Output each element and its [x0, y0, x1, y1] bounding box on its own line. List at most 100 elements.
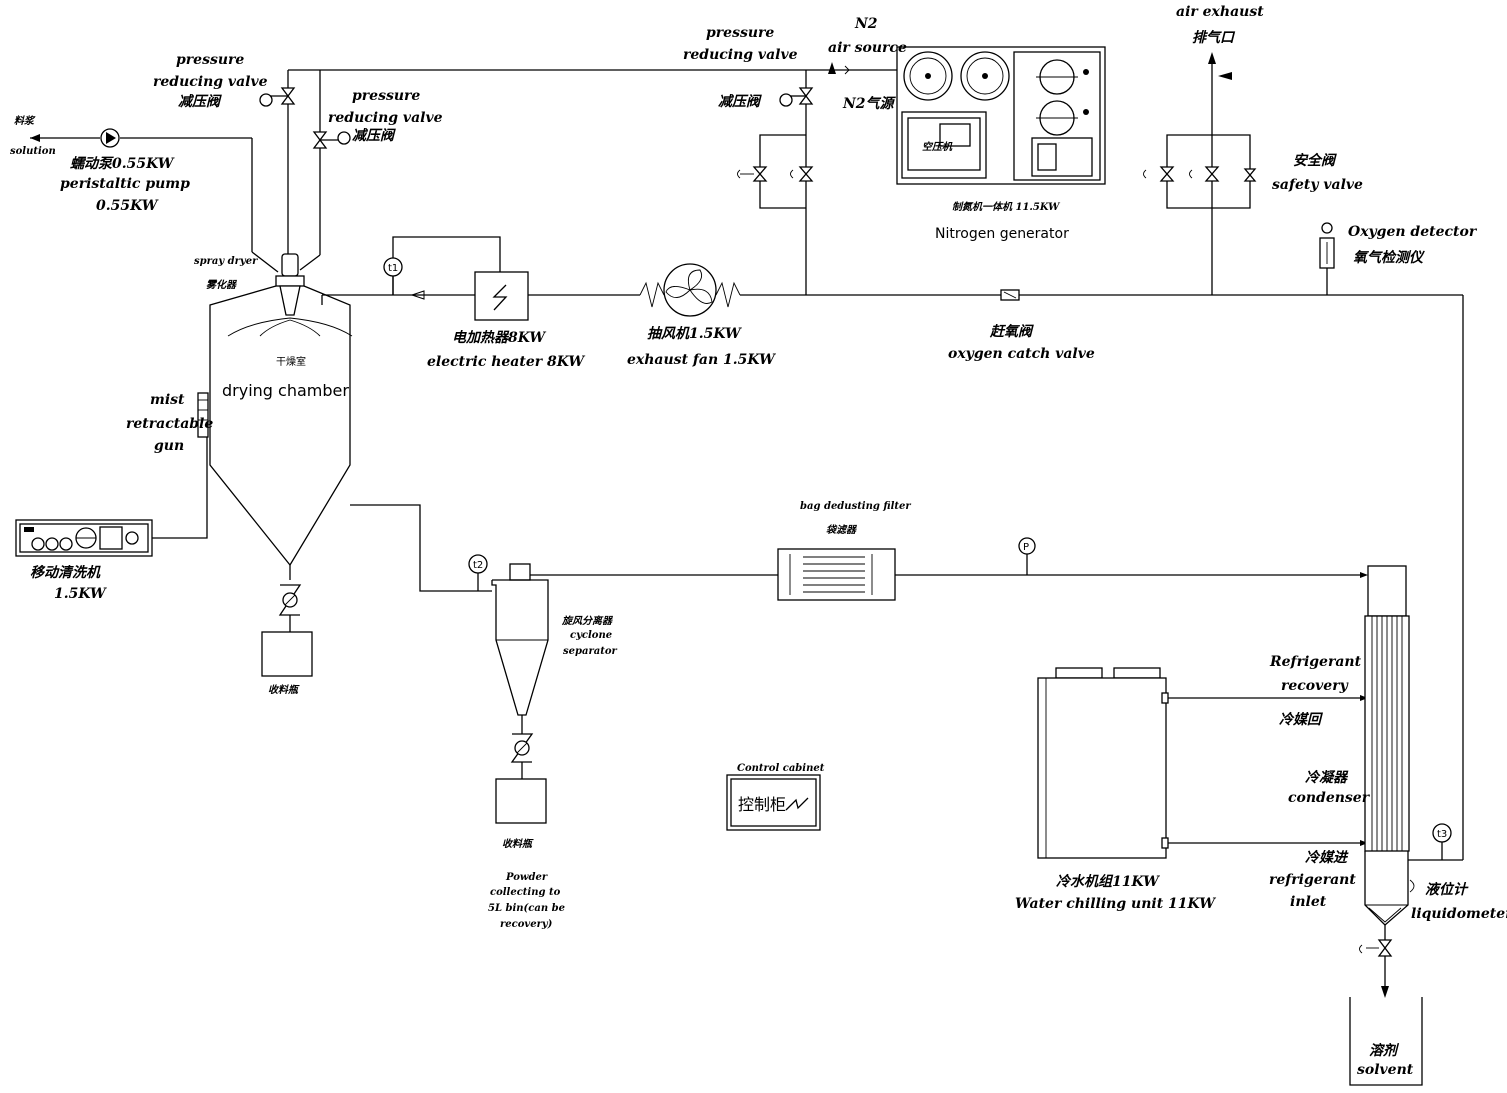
drain-valve-icon	[1359, 939, 1393, 957]
pressure-reducing-valve-1-icon	[259, 87, 296, 107]
solution-label-en: solution	[10, 146, 56, 157]
condenser-icon	[1364, 565, 1415, 926]
mist-gun-label-2: retractable	[126, 416, 213, 432]
refrigerant-recovery-label-cn: 冷媒回	[1279, 711, 1324, 728]
refrigerant-recovery-label-1: Refrigerant	[1269, 654, 1362, 670]
n2-label-1: N2	[854, 16, 878, 32]
cyclone-collector-label-cn: 收料瓶	[502, 838, 534, 850]
liquidometer-label-cn: 液位计	[1425, 881, 1469, 898]
control-cabinet-icon	[726, 774, 821, 831]
prv1-label-en-2: reducing valve	[153, 74, 268, 90]
drying-chamber-label-en: drying chamber	[222, 381, 349, 400]
text-labels: 料浆 solution 蠕动泵0.55KW peristaltic pump 0…	[10, 4, 1507, 1078]
temperature-sensor-t2-icon	[468, 554, 488, 591]
bag-dedusting-filter-icon	[777, 548, 896, 601]
pipelines	[30, 60, 1464, 995]
mist-gun-label-3: gun	[154, 438, 184, 454]
electric-heater-icon	[474, 271, 529, 321]
prv2-label-cn: 减压阀	[352, 127, 396, 144]
pump-label-cn: 蠕动泵0.55KW	[70, 156, 175, 172]
bag-filter-label-cn: 袋滤器	[826, 524, 858, 536]
prv2-label-en-2: reducing valve	[328, 110, 443, 126]
condenser-label-cn: 冷凝器	[1305, 769, 1349, 786]
flow-arrows	[30, 52, 1389, 998]
cyclone-separator-icon	[491, 563, 549, 779]
solvent-label-cn: 溶剂	[1369, 1042, 1400, 1059]
air-exhaust-label-en: air exhaust	[1176, 4, 1264, 20]
mist-gun-label-1: mist	[150, 392, 185, 408]
oxygen-catch-valve-icon	[1000, 289, 1020, 301]
n2-source-label-cn: N2气源	[842, 95, 897, 112]
t3-label: t3	[1437, 829, 1447, 840]
powder-label-2: collecting to	[490, 887, 561, 898]
t2-label: t2	[473, 560, 483, 571]
nitrogen-generator-icon	[896, 46, 1106, 185]
prv2-label-en-1: pressure	[352, 88, 420, 104]
oxygen-valve-label-en: oxygen catch valve	[948, 346, 1095, 362]
powder-label-1: Powder	[505, 872, 548, 883]
prv3-label-en-1: pressure	[706, 25, 774, 41]
solvent-tank	[1349, 997, 1423, 1086]
cleaner-power-label: 1.5KW	[54, 586, 107, 602]
mobile-cleaner-icon	[15, 519, 153, 557]
pressure-reducing-valve-3-icon	[779, 87, 814, 107]
exhaust-fan-icon	[639, 263, 741, 317]
refrigerant-inlet-label-cn: 冷媒进	[1305, 849, 1349, 866]
drying-chamber	[209, 285, 351, 580]
powder-label-4: recovery)	[500, 919, 553, 930]
refrigerant-inlet-label-2: inlet	[1290, 894, 1327, 910]
pressure-reducing-valve-2-icon	[312, 131, 351, 149]
fan-label-cn: 抽风机1.5KW	[647, 325, 742, 342]
drying-chamber-label-cn: 干燥室	[276, 355, 306, 368]
heater-label-cn: 电加热器8KW	[452, 329, 546, 346]
safety-valve-label-cn: 安全阀	[1293, 152, 1337, 169]
refrigerant-recovery-label-2: recovery	[1281, 678, 1349, 694]
liquidometer-label-en: liquidometer	[1411, 906, 1507, 922]
control-cabinet-label-en: Control cabinet	[737, 763, 825, 774]
bag-filter-label-en: bag dedusting filter	[800, 501, 911, 512]
dryer-collector-label-cn: 收料瓶	[268, 684, 300, 696]
prv3-label-cn: 减压阀	[718, 93, 762, 110]
cyclone-label-en-2: separator	[563, 646, 618, 657]
condenser-label-en: condenser	[1288, 790, 1371, 806]
cyclone-label-cn: 旋风分离器	[561, 615, 614, 627]
pressure-sensor-icon	[1018, 537, 1036, 575]
dryer-rotary-valve-icon	[278, 584, 302, 632]
temperature-sensor-t1-icon	[383, 257, 403, 295]
fan-label-en: exhaust fan 1.5KW	[627, 352, 776, 368]
oxygen-detector-label-en: Oxygen detector	[1348, 224, 1478, 240]
safety-valve-label-en: safety valve	[1272, 177, 1363, 193]
spray-dryer-label-en: spray dryer	[194, 256, 258, 267]
n2-label-2: air source	[828, 40, 907, 56]
oxygen-detector-icon	[1319, 222, 1335, 269]
heater-label-en: electric heater 8KW	[427, 354, 585, 370]
air-exhaust-label-cn: 排气口	[1192, 29, 1236, 46]
prv3-label-en-2: reducing valve	[683, 47, 798, 63]
pump-label-en: peristaltic pump	[60, 176, 190, 192]
dryer-collector-bin	[261, 631, 313, 677]
chiller-label-cn: 冷水机组11KW	[1056, 873, 1160, 890]
cyclone-label-en-1: cyclone	[570, 630, 612, 641]
n2-generator-label-en: Nitrogen generator	[935, 226, 1069, 242]
refrigerant-inlet-label-1: refrigerant	[1269, 872, 1356, 888]
pump-power-label: 0.55KW	[96, 198, 159, 214]
peristaltic-pump-icon	[100, 128, 120, 148]
oxygen-detector-label-cn: 氧气检测仪	[1353, 249, 1425, 266]
spray-dryer-label-cn: 雾化器	[206, 279, 238, 291]
prv1-label-cn: 减压阀	[178, 93, 222, 110]
pressure-label: P	[1023, 542, 1029, 553]
powder-label-3: 5L bin(can be	[488, 903, 565, 914]
t1-label: t1	[388, 263, 398, 274]
spray-dryer-atomizer-icon	[227, 253, 353, 337]
n2-source-break-icon	[844, 65, 850, 75]
compressor-label-cn: 空压机	[922, 141, 953, 153]
solvent-label-en: solvent	[1357, 1062, 1414, 1078]
safety-valves-icon	[1143, 72, 1257, 209]
n2-bypass-valves-icon	[737, 134, 814, 209]
n2-generator-label-cn: 制氮机一体机 11.5KW	[952, 201, 1061, 213]
control-cabinet-label-cn: 控制柜	[738, 795, 786, 814]
cyclone-collector-bin	[495, 778, 547, 824]
cleaner-label-cn: 移动清洗机	[30, 564, 101, 581]
temperature-sensor-t3-icon	[1432, 823, 1452, 860]
